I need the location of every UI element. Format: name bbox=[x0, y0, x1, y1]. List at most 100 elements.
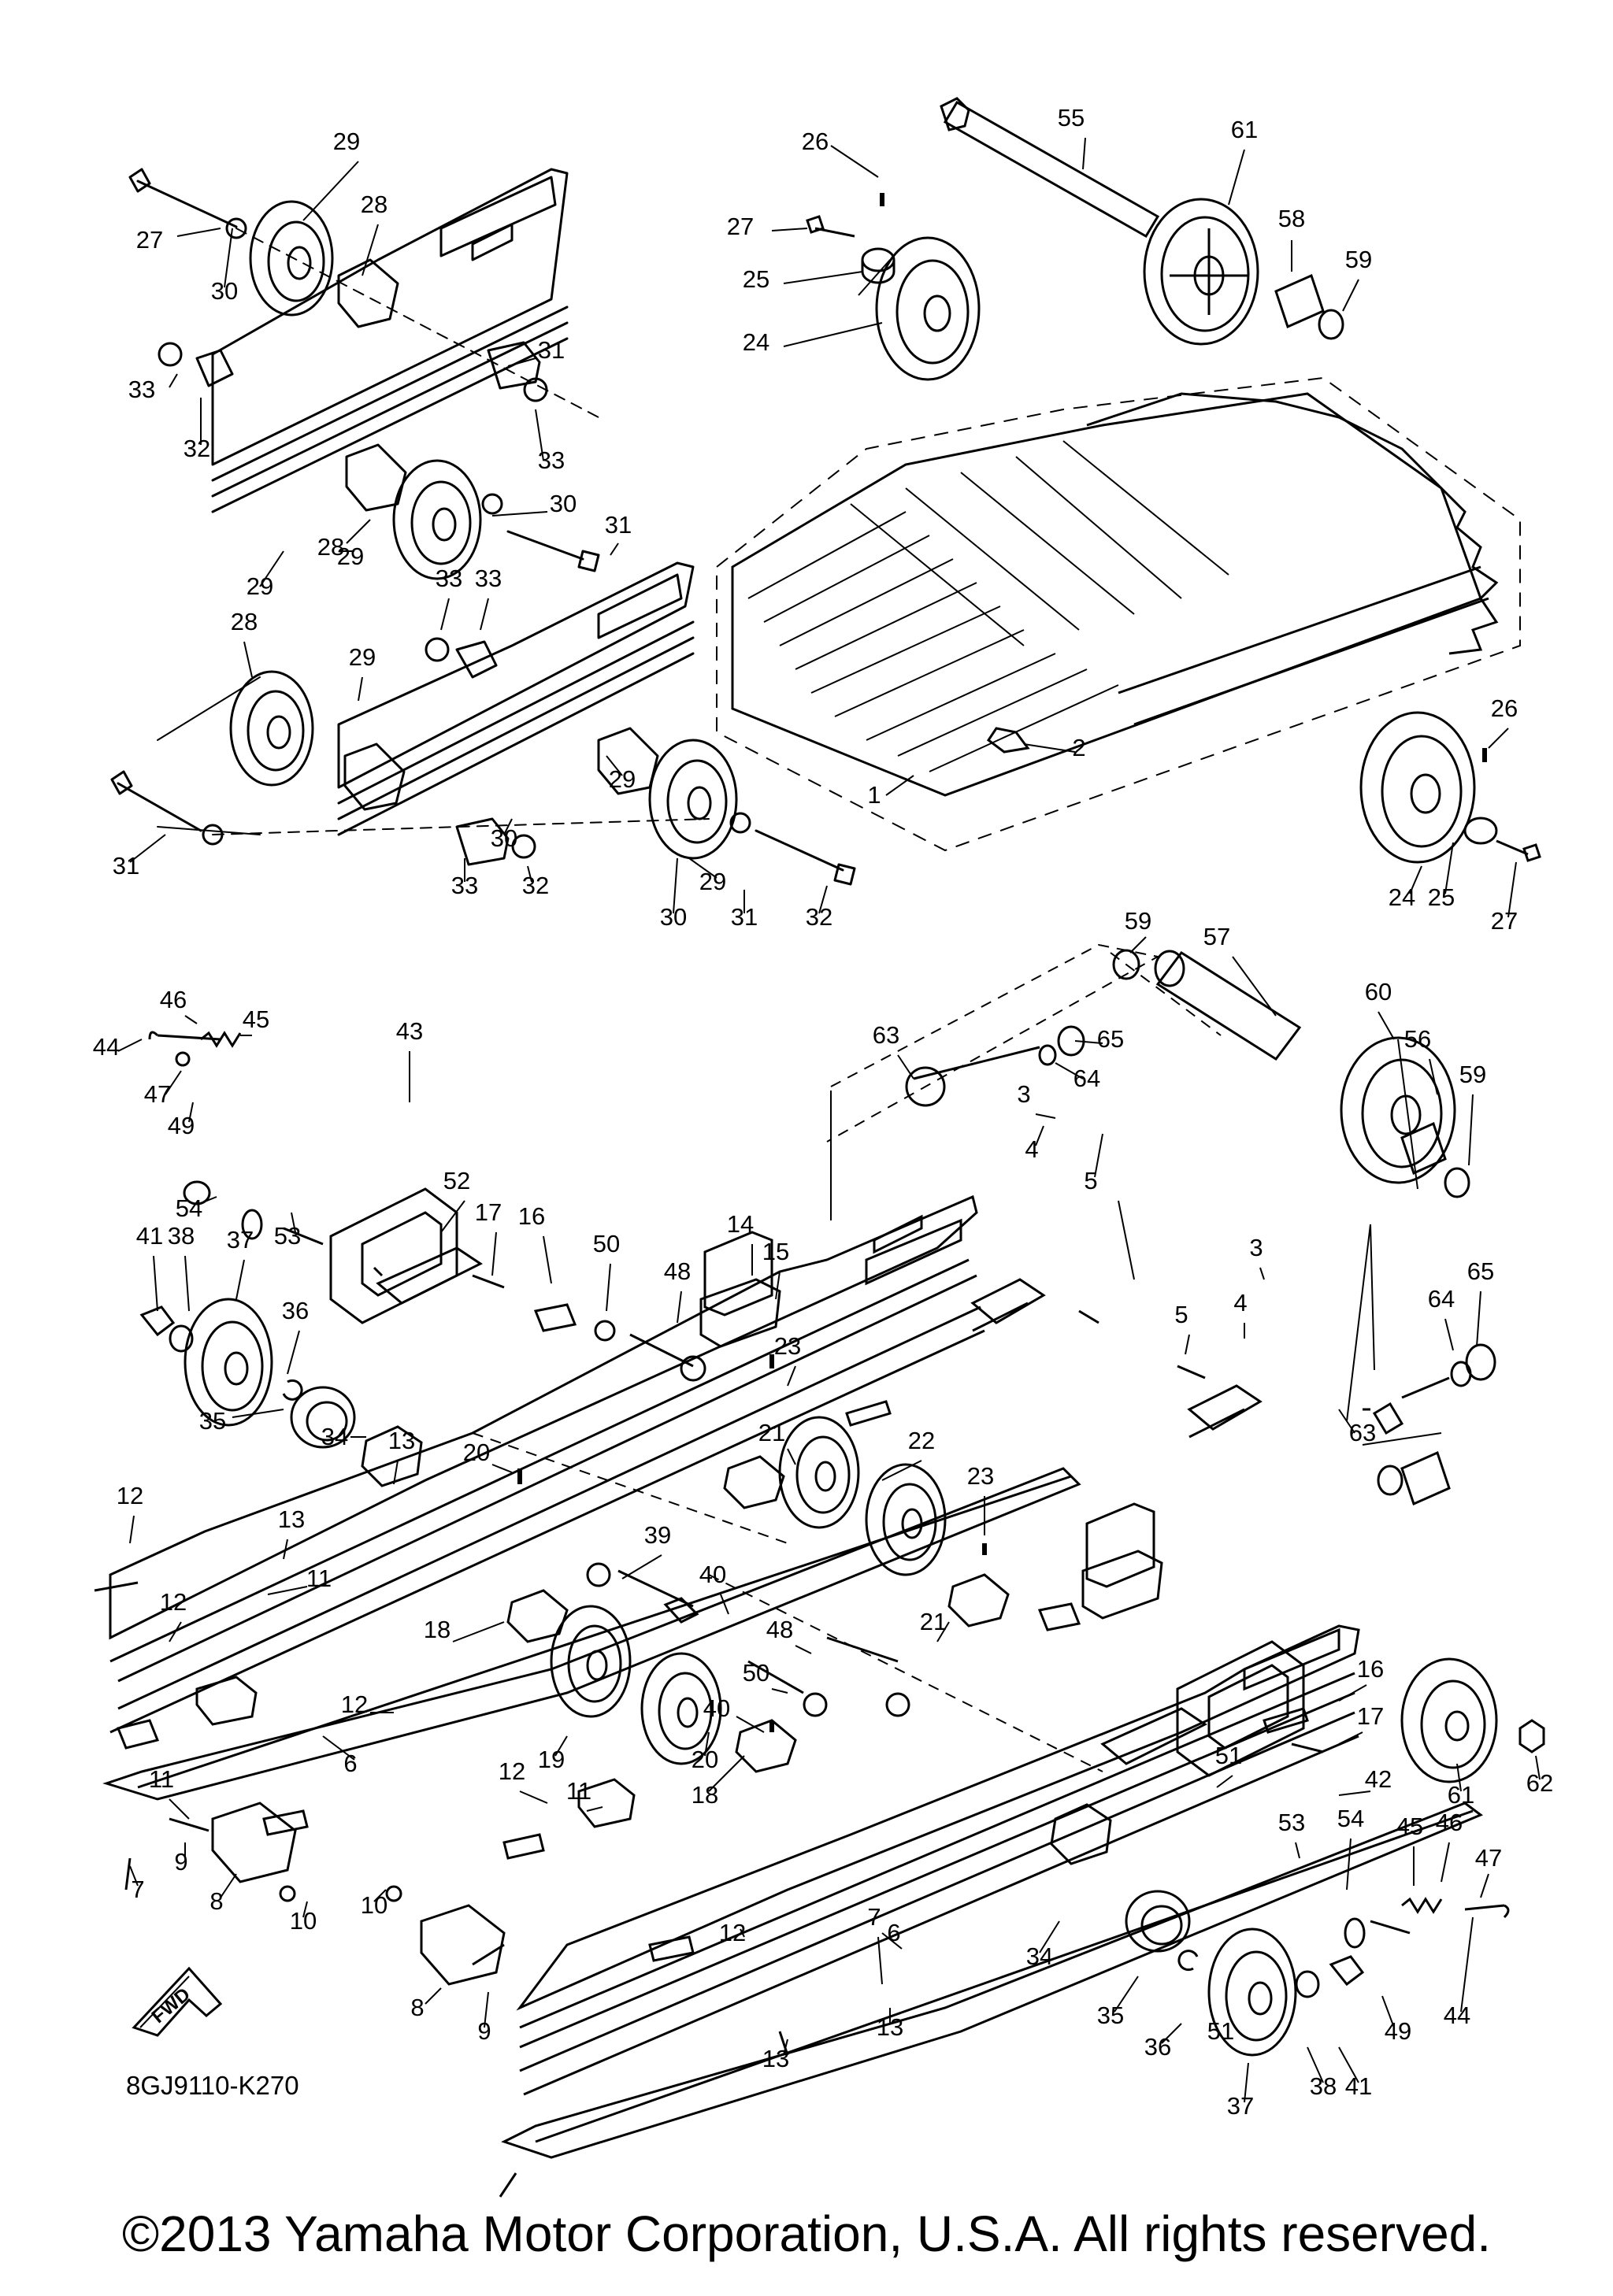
callout-42: 42 bbox=[1365, 1765, 1392, 1793]
callout-38: 38 bbox=[1310, 2072, 1337, 2100]
callout-leader bbox=[491, 1464, 513, 1473]
callout-leader bbox=[771, 228, 808, 231]
callout-33: 33 bbox=[538, 446, 565, 474]
callout-leader bbox=[1232, 956, 1277, 1017]
track-assembly bbox=[716, 376, 1521, 852]
callout-leader bbox=[519, 1791, 548, 1804]
callout-leader bbox=[1488, 728, 1509, 749]
callout-13: 13 bbox=[278, 1505, 305, 1533]
callout-leader bbox=[783, 271, 863, 284]
callout-leader bbox=[543, 1235, 552, 1284]
callout-65: 65 bbox=[1467, 1257, 1494, 1285]
callout-leader bbox=[184, 1255, 190, 1312]
callout-13: 13 bbox=[877, 2013, 903, 2041]
callout-leader bbox=[322, 1735, 355, 1761]
callout-leader bbox=[129, 1865, 139, 1887]
callout-28: 28 bbox=[231, 608, 258, 635]
callout-57: 57 bbox=[1203, 923, 1230, 950]
callout-13: 13 bbox=[762, 2045, 789, 2072]
callout-leader bbox=[452, 1621, 505, 1642]
callout-leader bbox=[1535, 1755, 1541, 1780]
callout-40: 40 bbox=[703, 1694, 730, 1722]
callout-50: 50 bbox=[743, 1659, 769, 1687]
callout-21: 21 bbox=[920, 1608, 947, 1635]
callout-5: 5 bbox=[1174, 1301, 1188, 1328]
callout-leader bbox=[881, 1460, 922, 1481]
callout-leader bbox=[830, 145, 879, 178]
callout-leader bbox=[165, 1070, 182, 1095]
callout-52: 52 bbox=[443, 1167, 470, 1194]
callout-leader bbox=[1295, 1842, 1300, 1859]
callout-leader bbox=[267, 1586, 308, 1595]
callout-31: 31 bbox=[113, 852, 139, 880]
callout-leader bbox=[1444, 842, 1454, 894]
callout-leader bbox=[936, 1621, 950, 1642]
callout-30: 30 bbox=[550, 490, 577, 517]
callout-53: 53 bbox=[1278, 1809, 1305, 1836]
callout-23: 23 bbox=[774, 1332, 801, 1360]
callout-62: 62 bbox=[1526, 1769, 1553, 1797]
callout-leader bbox=[153, 1255, 158, 1312]
callout-leader bbox=[704, 1731, 710, 1757]
callout-12: 12 bbox=[117, 1482, 143, 1509]
callout-leader bbox=[169, 1798, 190, 1820]
callout-37: 37 bbox=[1227, 2092, 1254, 2120]
callout-leader bbox=[176, 228, 221, 237]
callout-leader bbox=[1161, 2023, 1182, 2044]
callout-leader bbox=[1055, 1062, 1084, 1079]
callout-leader bbox=[480, 598, 489, 631]
callout-29: 29 bbox=[247, 572, 273, 600]
callout-29: 29 bbox=[333, 128, 360, 155]
callout-leader bbox=[877, 1936, 883, 1985]
callout-leader bbox=[787, 1365, 796, 1387]
callout-33: 33 bbox=[475, 565, 502, 592]
callout-2: 2 bbox=[1072, 734, 1085, 761]
callout-58: 58 bbox=[1278, 205, 1305, 232]
callout-leader bbox=[373, 1889, 387, 1902]
callout-48: 48 bbox=[664, 1257, 691, 1285]
callout-leader bbox=[688, 857, 718, 879]
callout-53: 53 bbox=[274, 1222, 301, 1250]
callout-leader bbox=[771, 1688, 788, 1694]
callout-1: 1 bbox=[867, 781, 881, 809]
callout-36: 36 bbox=[282, 1297, 309, 1324]
callout-12: 12 bbox=[160, 1588, 187, 1616]
callout-leader bbox=[1244, 2062, 1249, 2103]
callout-leader bbox=[1476, 1291, 1481, 1347]
callout-25: 25 bbox=[743, 265, 769, 293]
callout-28: 28 bbox=[361, 191, 387, 218]
callout-17: 17 bbox=[475, 1198, 502, 1226]
callout-8: 8 bbox=[410, 1994, 424, 2021]
callout-leader bbox=[1468, 1094, 1474, 1166]
callout-leader bbox=[291, 1212, 296, 1233]
callout-41: 41 bbox=[1345, 2072, 1372, 2100]
callout-14: 14 bbox=[727, 1210, 754, 1238]
callout-leader bbox=[491, 1231, 497, 1276]
callout-leader bbox=[673, 857, 678, 914]
callout-15: 15 bbox=[762, 1238, 789, 1265]
callout-48: 48 bbox=[766, 1616, 793, 1643]
callout-12: 12 bbox=[341, 1691, 368, 1718]
callout-27: 27 bbox=[1491, 907, 1518, 935]
callout-12: 12 bbox=[499, 1757, 525, 1785]
callout-29: 29 bbox=[349, 643, 376, 671]
callout-44: 44 bbox=[1444, 2002, 1470, 2029]
callout-leader bbox=[129, 1515, 135, 1544]
callout-51: 51 bbox=[1207, 2017, 1234, 2045]
callout-leader bbox=[283, 1539, 288, 1560]
callout-61: 61 bbox=[1448, 1781, 1474, 1809]
callout-leader bbox=[1507, 861, 1517, 918]
callout-leader bbox=[1460, 1916, 1474, 2013]
callout-6: 6 bbox=[343, 1750, 357, 1777]
callout-25: 25 bbox=[1428, 883, 1455, 911]
callout-29: 29 bbox=[337, 543, 364, 570]
callout-leader bbox=[287, 1330, 300, 1375]
callout-leader bbox=[243, 641, 253, 678]
callout-leader bbox=[1094, 1133, 1103, 1178]
callout-33: 33 bbox=[128, 376, 155, 403]
callout-leader bbox=[586, 1806, 603, 1812]
callout-leader bbox=[1338, 1731, 1363, 1745]
callout-leader bbox=[787, 1448, 796, 1465]
callout-44: 44 bbox=[93, 1033, 120, 1061]
